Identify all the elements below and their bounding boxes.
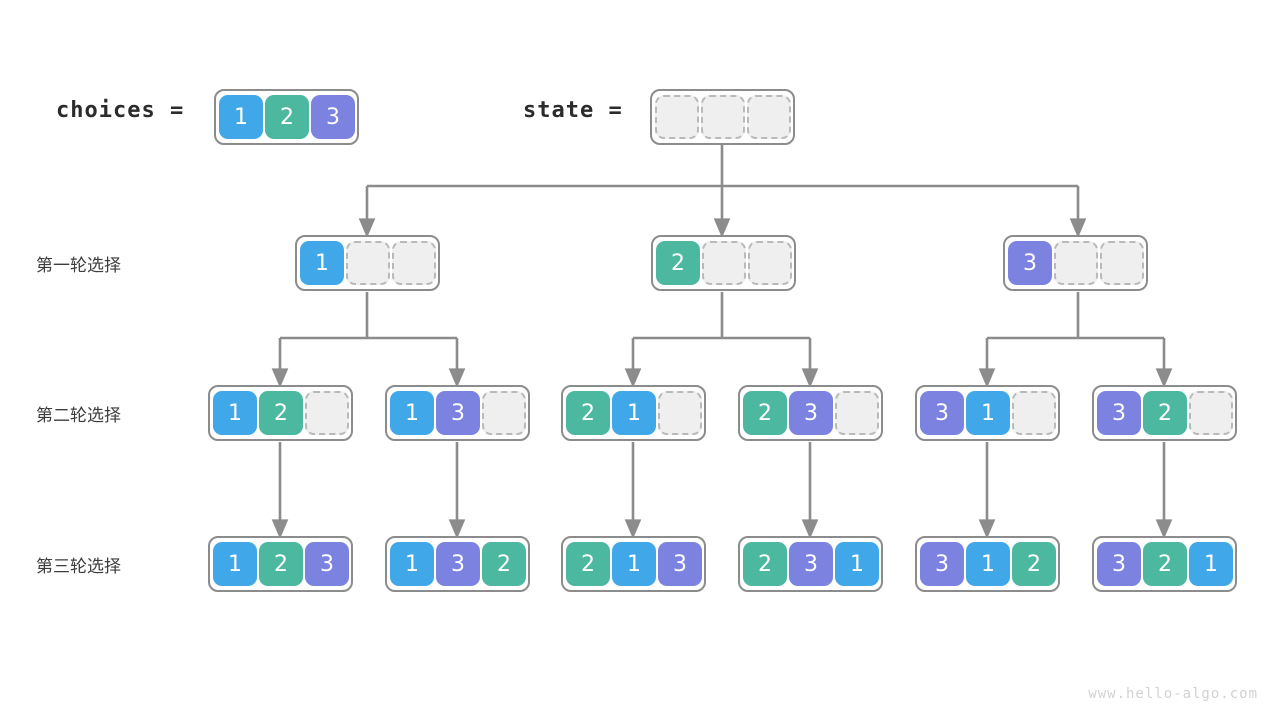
- cell-empty: [1054, 241, 1098, 285]
- state-node-r1-1: 1: [295, 235, 440, 291]
- row-label-1: 第一轮选择: [36, 256, 121, 276]
- cell-empty: [482, 391, 526, 435]
- cell-filled: 2: [656, 241, 700, 285]
- cell-filled: 1: [390, 542, 434, 586]
- state-node-r1-2: 2: [651, 235, 796, 291]
- cell-filled: 2: [566, 391, 610, 435]
- cell-filled: 3: [789, 391, 833, 435]
- cell-filled: 1: [213, 542, 257, 586]
- cell-filled: 3: [920, 391, 964, 435]
- cell-empty: [655, 95, 699, 139]
- cell-filled: 1: [213, 391, 257, 435]
- cell-filled: 3: [436, 542, 480, 586]
- cell-filled: 2: [566, 542, 610, 586]
- cell-filled: 3: [920, 542, 964, 586]
- state-node-r1-3: 3: [1003, 235, 1148, 291]
- cell-filled: 1: [300, 241, 344, 285]
- watermark: www.hello-algo.com: [1088, 686, 1258, 702]
- choices-label: choices =: [56, 98, 185, 123]
- cell-filled: 1: [835, 542, 879, 586]
- cell-filled: 3: [1097, 391, 1141, 435]
- cell-filled: 3: [1008, 241, 1052, 285]
- cell-filled: 1: [390, 391, 434, 435]
- cell-empty: [1012, 391, 1056, 435]
- cell-filled: 3: [311, 95, 355, 139]
- cell-empty: [305, 391, 349, 435]
- cell-filled: 1: [612, 542, 656, 586]
- cell-filled: 2: [743, 391, 787, 435]
- cell-filled: 2: [259, 391, 303, 435]
- cell-filled: 1: [1189, 542, 1233, 586]
- cell-filled: 1: [966, 391, 1010, 435]
- cell-filled: 2: [1143, 391, 1187, 435]
- cell-filled: 3: [789, 542, 833, 586]
- cell-filled: 2: [1143, 542, 1187, 586]
- cell-empty: [835, 391, 879, 435]
- row-label-3: 第三轮选择: [36, 557, 121, 577]
- row-label-2: 第二轮选择: [36, 406, 121, 426]
- cell-filled: 3: [1097, 542, 1141, 586]
- cell-filled: 2: [1012, 542, 1056, 586]
- cell-filled: 1: [612, 391, 656, 435]
- cell-empty: [392, 241, 436, 285]
- state-array: [650, 89, 795, 145]
- cell-filled: 3: [305, 542, 349, 586]
- cell-empty: [658, 391, 702, 435]
- cell-filled: 3: [436, 391, 480, 435]
- cell-empty: [346, 241, 390, 285]
- cell-empty: [702, 241, 746, 285]
- cell-filled: 1: [966, 542, 1010, 586]
- cell-filled: 2: [482, 542, 526, 586]
- cell-filled: 2: [265, 95, 309, 139]
- cell-filled: 2: [259, 542, 303, 586]
- cell-filled: 2: [743, 542, 787, 586]
- cell-filled: 3: [658, 542, 702, 586]
- cell-filled: 1: [219, 95, 263, 139]
- cell-empty: [747, 95, 791, 139]
- cell-empty: [1100, 241, 1144, 285]
- cell-empty: [1189, 391, 1233, 435]
- cell-empty: [748, 241, 792, 285]
- state-label: state =: [523, 98, 623, 123]
- cell-empty: [701, 95, 745, 139]
